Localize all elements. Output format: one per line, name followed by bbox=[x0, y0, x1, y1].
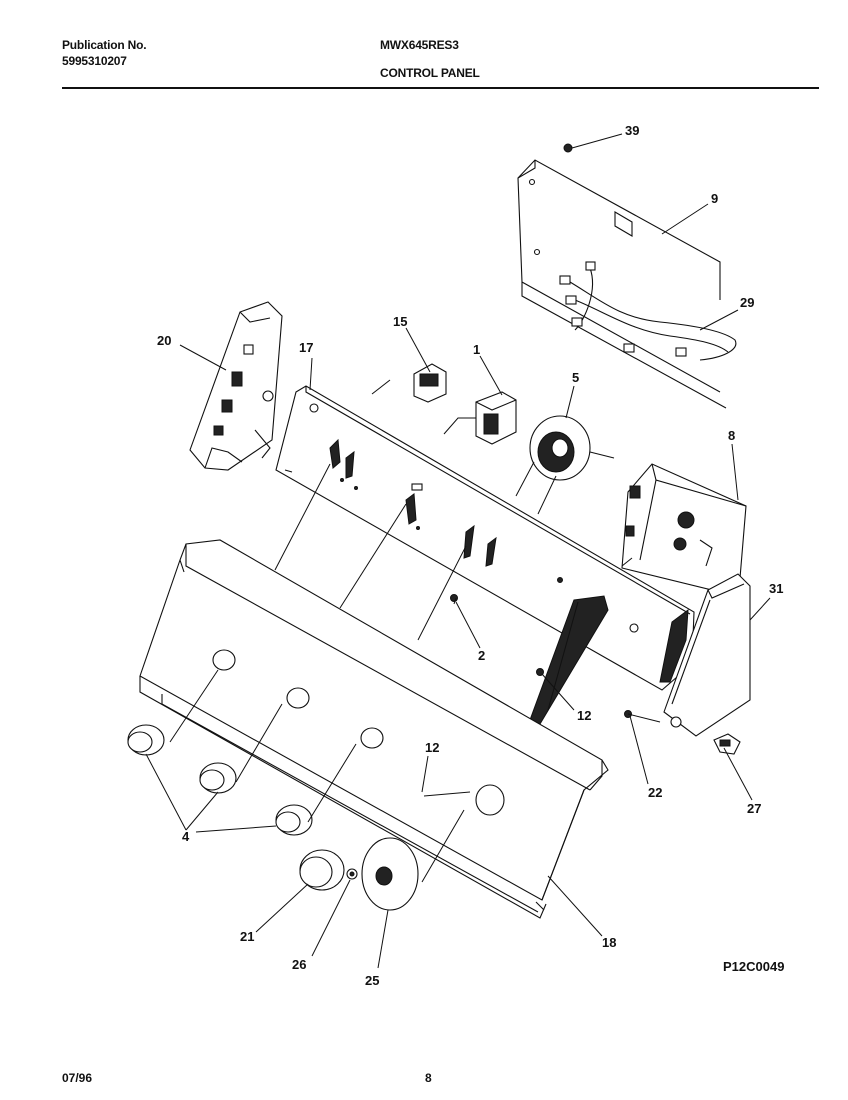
callout-1: 1 bbox=[473, 342, 480, 357]
publication-number: 5995310207 bbox=[62, 54, 127, 68]
callout-leaders bbox=[145, 133, 771, 969]
part-20-end-bracket bbox=[189, 301, 283, 471]
callout-2: 2 bbox=[478, 648, 485, 663]
callout-27: 27 bbox=[747, 801, 761, 816]
part-29-wire-harness bbox=[559, 261, 737, 361]
callout-labels: 39 9 29 20 17 15 1 5 8 31 2 12 12 22 27 … bbox=[157, 123, 783, 988]
callout-12-lower: 12 bbox=[425, 740, 439, 755]
model-number: MWX645RES3 bbox=[380, 38, 459, 52]
callout-17: 17 bbox=[299, 340, 313, 355]
callout-8: 8 bbox=[728, 428, 735, 443]
diagram-code: P12C0049 bbox=[723, 959, 784, 974]
callout-12-upper: 12 bbox=[577, 708, 591, 723]
callout-15: 15 bbox=[393, 314, 407, 329]
section-title: CONTROL PANEL bbox=[380, 66, 480, 80]
part-15-switch bbox=[413, 363, 447, 403]
callout-26: 26 bbox=[292, 957, 306, 972]
part-26-washer bbox=[346, 868, 358, 880]
callout-29: 29 bbox=[740, 295, 754, 310]
part-18-console bbox=[139, 539, 609, 919]
footer-date: 07/96 bbox=[62, 1071, 93, 1085]
header-rule bbox=[62, 87, 819, 89]
screws bbox=[416, 594, 632, 800]
footer-page-number: 8 bbox=[425, 1071, 432, 1085]
part-9-rear-panel bbox=[517, 159, 727, 409]
callout-25: 25 bbox=[365, 973, 379, 988]
assembly-guide-lines bbox=[169, 379, 661, 883]
callout-31: 31 bbox=[769, 581, 783, 596]
part-1-relay bbox=[475, 391, 517, 445]
part-21-knob bbox=[299, 849, 345, 891]
callout-20: 20 bbox=[157, 333, 171, 348]
callout-4: 4 bbox=[182, 829, 190, 844]
callout-5: 5 bbox=[572, 370, 579, 385]
callout-22: 22 bbox=[648, 785, 662, 800]
callout-39: 39 bbox=[625, 123, 639, 138]
part-27-clip bbox=[713, 733, 741, 755]
publication-label: Publication No. bbox=[62, 38, 147, 52]
part-31-end-cap bbox=[663, 573, 751, 737]
callout-9: 9 bbox=[711, 191, 718, 206]
callout-18: 18 bbox=[602, 935, 616, 950]
part-39-screw bbox=[563, 143, 573, 153]
part-8-timer bbox=[621, 463, 747, 591]
callout-21: 21 bbox=[240, 929, 254, 944]
part-25-dial bbox=[361, 837, 419, 911]
part-5-pressure-switch bbox=[529, 415, 615, 481]
